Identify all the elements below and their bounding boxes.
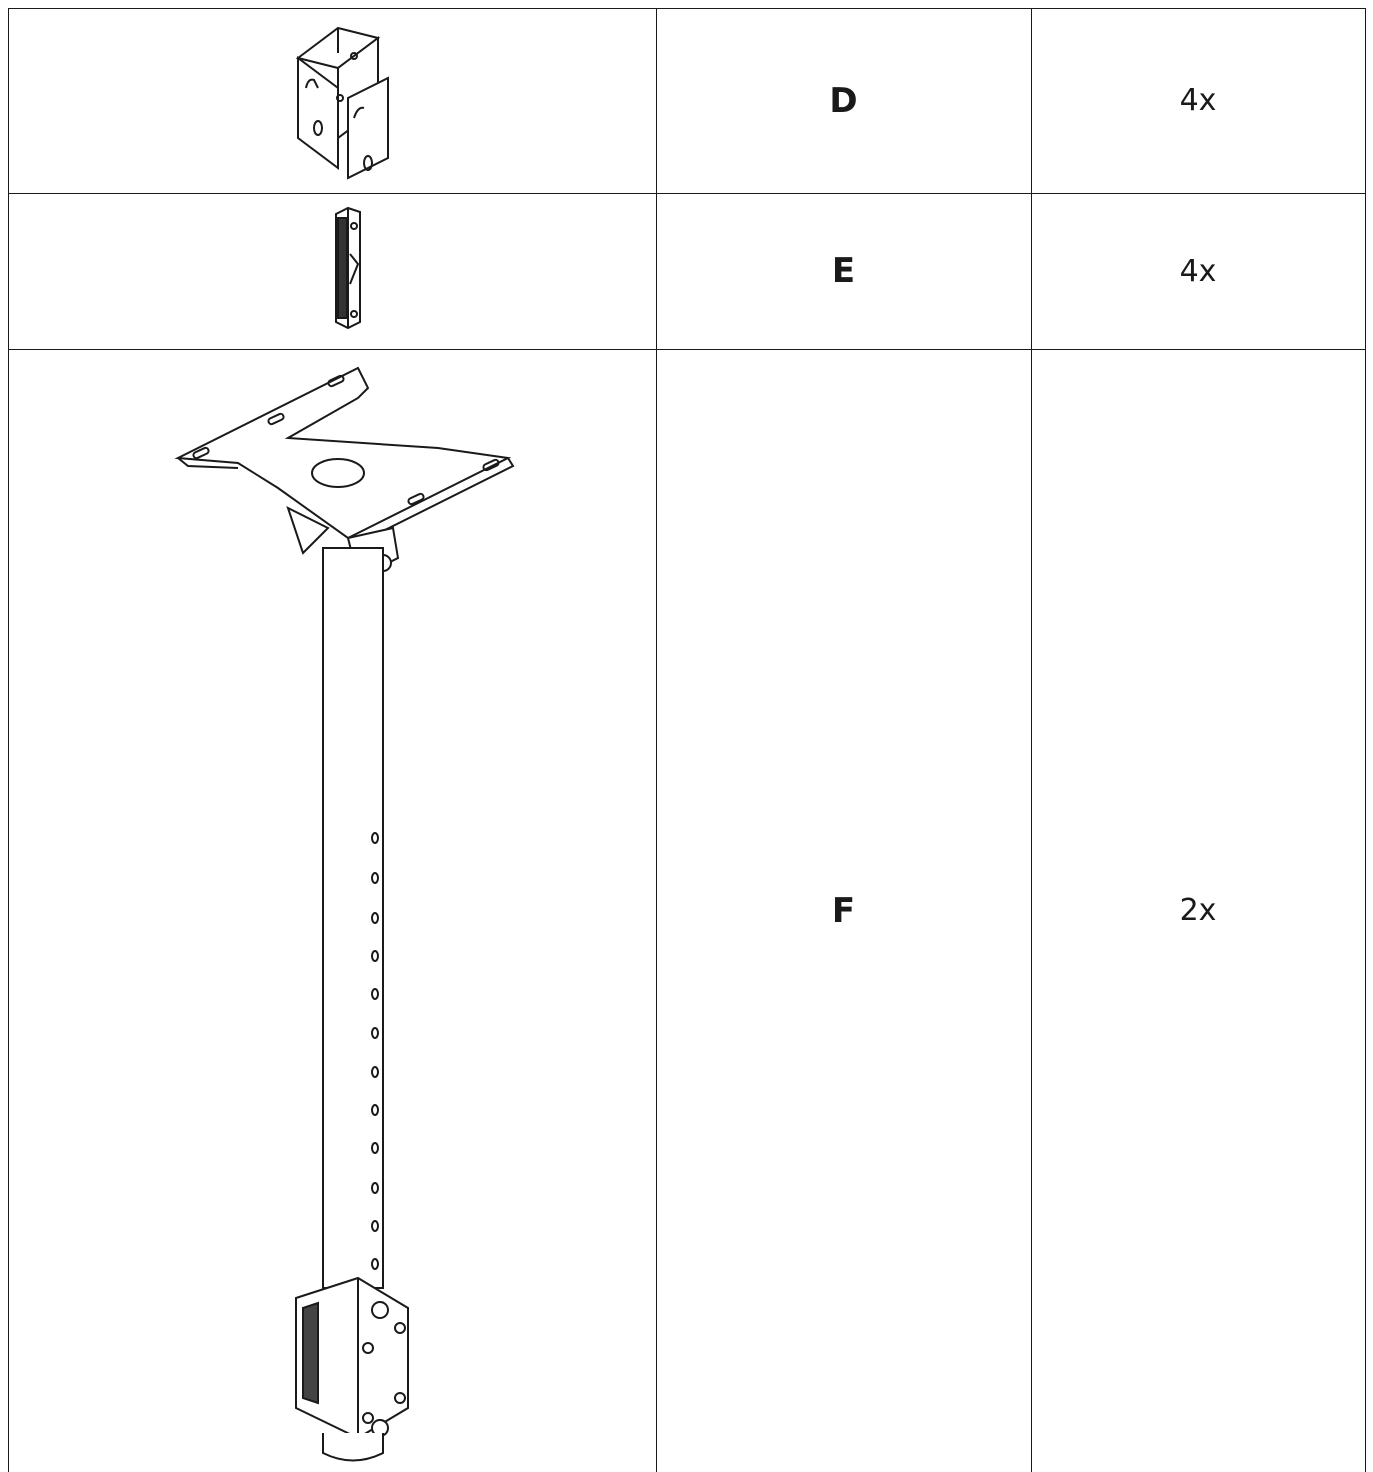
part-quantity: 4x	[1179, 83, 1217, 118]
parts-table: D 4x E 4x	[8, 8, 1366, 1472]
ceiling-pole-mount-icon	[174, 366, 515, 1462]
part-label: D	[829, 80, 858, 121]
u-bracket-icon	[295, 26, 389, 180]
row-divider	[8, 349, 1366, 350]
part-quantity: 4x	[1179, 253, 1217, 289]
column-divider	[656, 8, 657, 1472]
part-label: E	[831, 251, 856, 291]
clip-plate-icon	[335, 206, 361, 330]
row-divider	[8, 193, 1366, 194]
table-border-top	[8, 8, 1366, 9]
part-label: F	[831, 890, 856, 931]
column-divider	[1031, 8, 1032, 1472]
part-quantity: 2x	[1179, 893, 1217, 928]
table-border-left	[8, 8, 9, 1472]
table-border-right	[1365, 8, 1366, 1472]
